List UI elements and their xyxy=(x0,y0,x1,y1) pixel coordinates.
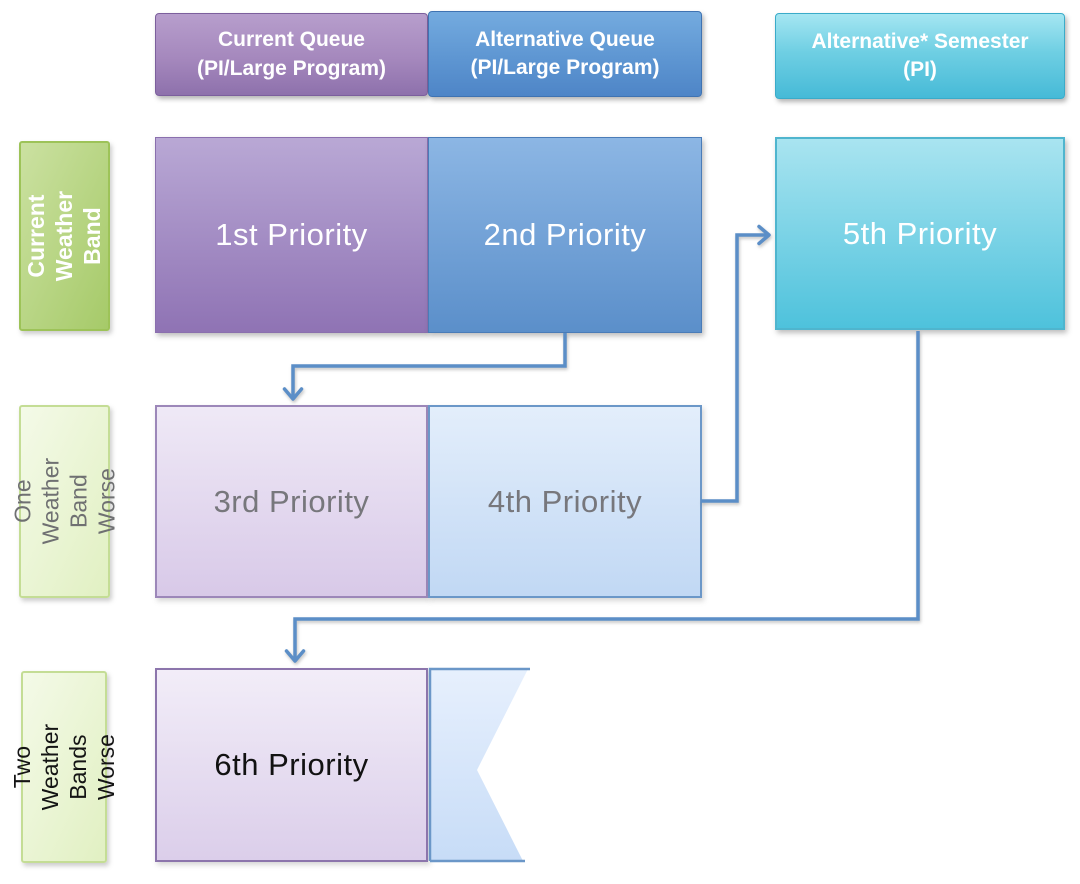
torn-edge-banner xyxy=(428,667,530,863)
column-header-current-queue: Current Queue (PI/Large Program) xyxy=(155,13,428,96)
column-header-alternative-queue: Alternative Queue (PI/Large Program) xyxy=(428,11,702,97)
cell-1st-priority: 1st Priority xyxy=(155,137,428,333)
cell-4th-priority: 4th Priority xyxy=(428,405,702,598)
cell-5th-priority: 5th Priority xyxy=(775,137,1065,330)
row-label-text: Current Weather Band xyxy=(23,190,106,282)
cell-6th-priority: 6th Priority xyxy=(155,668,428,862)
cell-3rd-priority: 3rd Priority xyxy=(155,405,428,598)
column-header-alternative-semester: Alternative* Semester (PI) xyxy=(775,13,1065,99)
row-label-current-weather-band: Current Weather Band xyxy=(19,141,110,331)
row-label-text: Two Weather Bands Worse xyxy=(8,723,120,811)
row-label-two-weather-bands-worse: Two Weather Bands Worse xyxy=(9,671,119,863)
row-label-text: One Weather Band Worse xyxy=(9,458,120,545)
row-label-one-weather-band-worse: One Weather Band Worse xyxy=(9,405,120,598)
cell-2nd-priority: 2nd Priority xyxy=(428,137,702,333)
connector-2nd-to-3rd xyxy=(282,333,567,401)
connector-4th-to-5th xyxy=(701,224,771,503)
